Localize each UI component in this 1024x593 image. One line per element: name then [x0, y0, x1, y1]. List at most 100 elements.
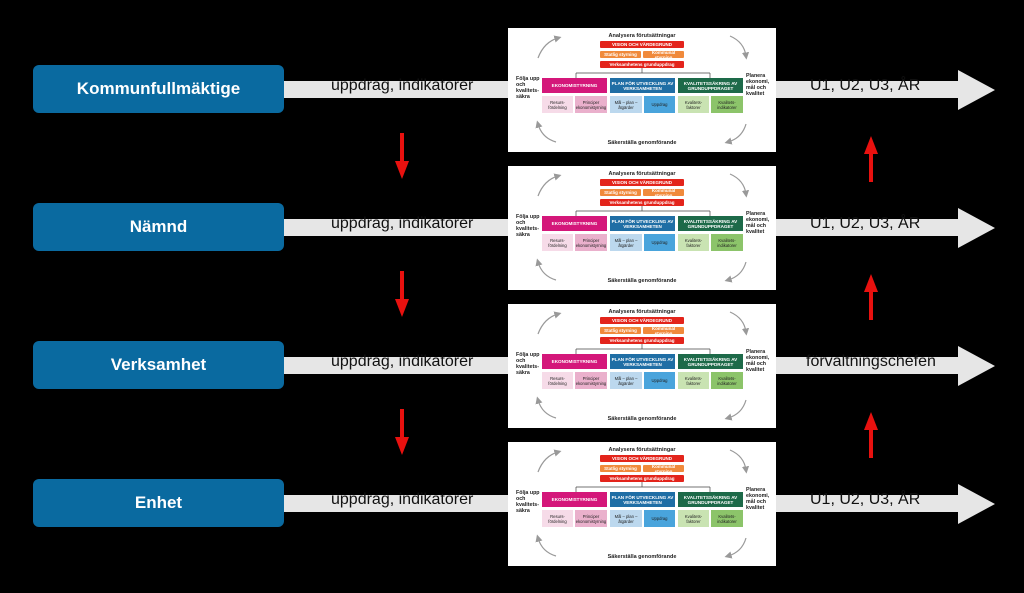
resurs-box: Resurs-fördelning — [542, 234, 573, 251]
resurs-box: Resurs-fördelning — [542, 372, 573, 389]
right-flow-label: U1, U2, U3, ÅR — [810, 215, 921, 232]
plan-box: PLAN FÖR UTVECKLING AV VERKSAMHETEN — [610, 354, 675, 369]
model-top-title: Analysera förutsättningar — [608, 171, 676, 177]
left-flow-label: uppdrag, indikatorer — [331, 215, 474, 232]
kommunal-pill: Kommunal styrning — [643, 326, 684, 336]
model-right-label: Planera ekonomi, mål och kvalitet — [746, 487, 770, 511]
ekonomistyrning-box: EKONOMISTYRNING — [542, 78, 607, 93]
up-red-arrow-icon — [864, 274, 878, 320]
ekonomistyrning-box: EKONOMISTYRNING — [542, 216, 607, 231]
model-left-label: Följa upp och kvalitets-säkra — [516, 214, 540, 238]
uppdrag-box: Uppdrag — [644, 96, 675, 113]
down-red-arrow-icon — [395, 133, 409, 179]
model-top-title: Analysera förutsättningar — [608, 33, 676, 39]
model-bottom-title: Säkerställa genomförande — [607, 416, 677, 422]
model-bottom-title: Säkerställa genomförande — [607, 554, 677, 560]
governance-model-panel: Analysera förutsättningar Följa upp och … — [508, 166, 776, 290]
governance-model-panel: Analysera förutsättningar Följa upp och … — [508, 304, 776, 428]
principer-box: Principer ekonomistyrning — [575, 96, 607, 113]
grunduppdrag-pill: Verksamhetens grunduppdrag — [600, 61, 684, 68]
right-flow-band — [776, 357, 960, 374]
uppdrag-box: Uppdrag — [644, 234, 675, 251]
kommunal-pill: Kommunal styrning — [643, 50, 684, 60]
hierarchy-row-4: uppdrag, indikatorer U1, U2, U3, ÅR Enhe… — [0, 442, 1024, 566]
model-left-label: Följa upp och kvalitets-säkra — [516, 490, 540, 514]
kvalitetsindikatorer-box: Kvalitets-indikatorer — [711, 234, 743, 251]
vision-pill: VISION OCH VÄRDEGRUND — [600, 179, 684, 186]
plan-box: PLAN FÖR UTVECKLING AV VERKSAMHETEN — [610, 216, 675, 231]
down-red-arrow-icon — [395, 271, 409, 317]
grunduppdrag-pill: Verksamhetens grunduppdrag — [600, 475, 684, 482]
model-right-label: Planera ekonomi, mål och kvalitet — [746, 73, 770, 97]
left-flow-label: uppdrag, indikatorer — [331, 77, 474, 94]
statlig-pill: Statlig styrning — [600, 327, 641, 334]
model-bottom-title: Säkerställa genomförande — [607, 278, 677, 284]
kvalitetsfaktorer-box: Kvalitets-faktorer — [678, 96, 709, 113]
left-flow-band — [283, 219, 513, 236]
kvalitetsfaktorer-box: Kvalitets-faktorer — [678, 234, 709, 251]
flow-arrow-head-icon — [958, 70, 995, 110]
model-right-label: Planera ekonomi, mål och kvalitet — [746, 349, 770, 373]
left-flow-band — [283, 357, 513, 374]
mal-box: Mål – plan – åtgärder — [610, 510, 642, 527]
flow-arrow-head-icon — [958, 346, 995, 386]
vision-pill: VISION OCH VÄRDEGRUND — [600, 455, 684, 462]
grunduppdrag-pill: Verksamhetens grunduppdrag — [600, 199, 684, 206]
hierarchy-row-2: uppdrag, indikatorer U1, U2, U3, ÅR Nämn… — [0, 166, 1024, 290]
kvalitetsindikatorer-box: Kvalitets-indikatorer — [711, 510, 743, 527]
resurs-box: Resurs-fördelning — [542, 96, 573, 113]
up-red-arrow-icon — [864, 412, 878, 458]
up-red-arrow-icon — [864, 136, 878, 182]
kvalitetsfaktorer-box: Kvalitets-faktorer — [678, 372, 709, 389]
right-flow-band — [776, 495, 960, 512]
model-top-title: Analysera förutsättningar — [608, 309, 676, 315]
right-flow-label: U1, U2, U3, ÅR — [810, 491, 921, 508]
ekonomistyrning-box: EKONOMISTYRNING — [542, 492, 607, 507]
mal-box: Mål – plan – åtgärder — [610, 372, 642, 389]
statlig-pill: Statlig styrning — [600, 465, 641, 472]
left-flow-label: uppdrag, indikatorer — [331, 491, 474, 508]
hierarchy-row-1: uppdrag, indikatorer U1, U2, U3, ÅR Komm… — [0, 28, 1024, 152]
plan-box: PLAN FÖR UTVECKLING AV VERKSAMHETEN — [610, 492, 675, 507]
model-left-label: Följa upp och kvalitets-säkra — [516, 76, 540, 100]
uppdrag-box: Uppdrag — [644, 510, 675, 527]
principer-box: Principer ekonomistyrning — [575, 510, 607, 527]
kvalitetsfaktorer-box: Kvalitets-faktorer — [678, 510, 709, 527]
flow-arrow-head-icon — [958, 484, 995, 524]
kvalitetssakring-box: KVALITETSSÄKRING AV GRUNDUPPDRAGET — [678, 492, 743, 507]
role-box: Verksamhet — [33, 341, 284, 389]
mal-box: Mål – plan – åtgärder — [610, 96, 642, 113]
kvalitetssakring-box: KVALITETSSÄKRING AV GRUNDUPPDRAGET — [678, 354, 743, 369]
role-box: Enhet — [33, 479, 284, 527]
vision-pill: VISION OCH VÄRDEGRUND — [600, 41, 684, 48]
hierarchy-row-3: uppdrag, indikatorer förvaltningschefen … — [0, 304, 1024, 428]
statlig-pill: Statlig styrning — [600, 189, 641, 196]
flow-arrow-head-icon — [958, 208, 995, 248]
uppdrag-box: Uppdrag — [644, 372, 675, 389]
model-top-title: Analysera förutsättningar — [608, 447, 676, 453]
vision-pill: VISION OCH VÄRDEGRUND — [600, 317, 684, 324]
plan-box: PLAN FÖR UTVECKLING AV VERKSAMHETEN — [610, 78, 675, 93]
mal-box: Mål – plan – åtgärder — [610, 234, 642, 251]
model-left-label: Följa upp och kvalitets-säkra — [516, 352, 540, 376]
model-right-label: Planera ekonomi, mål och kvalitet — [746, 211, 770, 235]
kvalitetsindikatorer-box: Kvalitets-indikatorer — [711, 372, 743, 389]
right-flow-label: förvaltningschefen — [806, 353, 936, 370]
right-flow-band — [776, 219, 960, 236]
kommunal-pill: Kommunal styrning — [643, 188, 684, 198]
down-red-arrow-icon — [395, 409, 409, 455]
kvalitetsindikatorer-box: Kvalitets-indikatorer — [711, 96, 743, 113]
role-box: Nämnd — [33, 203, 284, 251]
grunduppdrag-pill: Verksamhetens grunduppdrag — [600, 337, 684, 344]
statlig-pill: Statlig styrning — [600, 51, 641, 58]
left-flow-label: uppdrag, indikatorer — [331, 353, 474, 370]
left-flow-band — [283, 81, 513, 98]
role-box: Kommunfullmäktige — [33, 65, 284, 113]
right-flow-label: U1, U2, U3, ÅR — [810, 77, 921, 94]
cycle-arrows-icon — [535, 311, 750, 421]
cycle-arrows-icon — [535, 173, 750, 283]
right-flow-band — [776, 81, 960, 98]
ekonomistyrning-box: EKONOMISTYRNING — [542, 354, 607, 369]
cycle-arrows-icon — [535, 35, 750, 145]
governance-model-panel: Analysera förutsättningar Följa upp och … — [508, 442, 776, 566]
